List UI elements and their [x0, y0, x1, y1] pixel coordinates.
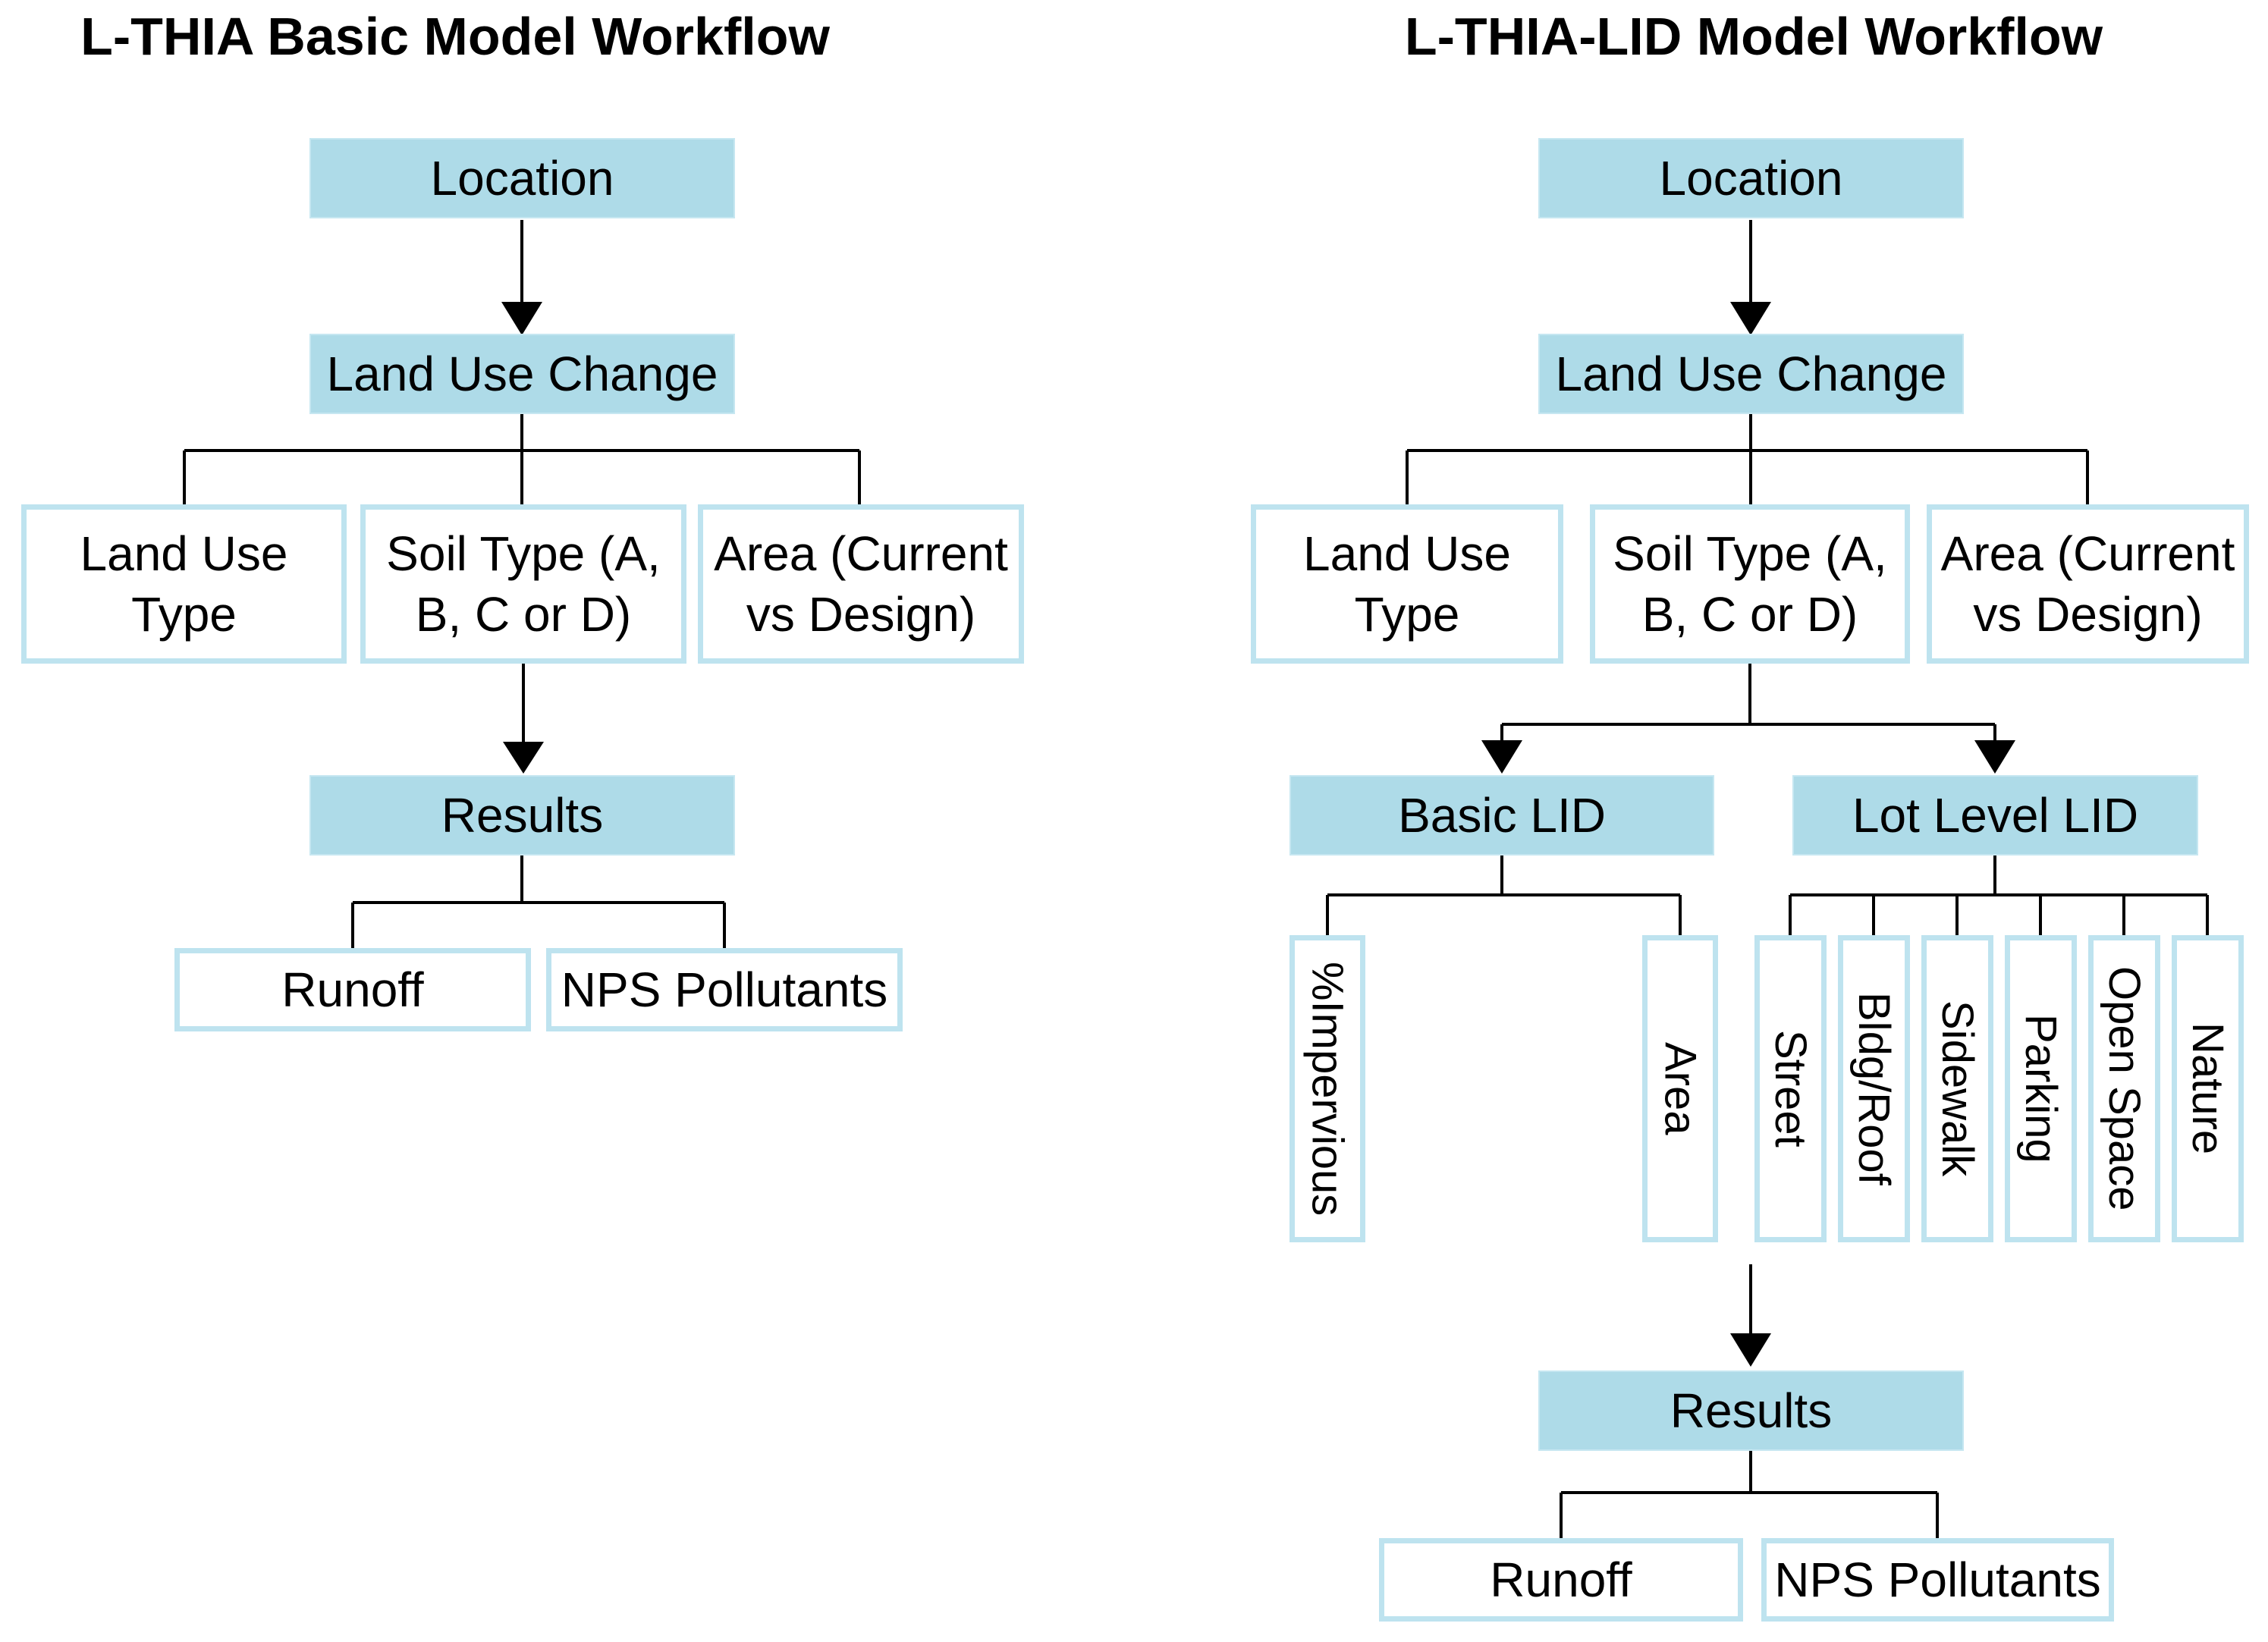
left-results-box: Results [309, 775, 735, 856]
area-param-box: Area [1642, 935, 1718, 1242]
branch-luc-to-inputs-left [183, 414, 861, 504]
left-location-box: Location [309, 138, 735, 218]
branch-results-to-outputs-right [1560, 1451, 1939, 1538]
right-location-box: Location [1538, 138, 1964, 218]
bldg-roof-box: Bldg/Roof [1838, 935, 1910, 1242]
arrowhead-location-to-luc-left [501, 302, 542, 335]
branch-luc-to-inputs-right [1406, 414, 2089, 504]
nature-box: Nature [2172, 935, 2244, 1242]
impervious-box: %Impervious [1289, 935, 1365, 1242]
right-land-use-type-box: Land Use Type [1251, 504, 1563, 664]
right-land-use-change-box: Land Use Change [1538, 334, 1964, 414]
right-nps-pollutants-box: NPS Pollutants [1761, 1538, 2114, 1622]
arrowhead-location-to-luc-right [1730, 302, 1771, 335]
left-area-box: Area (Current vs Design) [698, 504, 1024, 664]
right-results-box: Results [1538, 1370, 1964, 1451]
right-runoff-box: Runoff [1379, 1538, 1743, 1622]
left-soil-type-box: Soil Type (A, B, C or D) [360, 504, 686, 664]
arrowhead-lot-level-lid [1974, 740, 2015, 774]
right-workflow-title: L-THIA-LID Model Workflow [1404, 7, 2103, 66]
left-land-use-type-box: Land Use Type [21, 504, 347, 664]
right-soil-type-box: Soil Type (A, B, C or D) [1590, 504, 1910, 664]
branch-soil-to-lid [1500, 664, 1996, 745]
arrowhead-soil-to-results-left [503, 742, 544, 774]
street-box: Street [1754, 935, 1827, 1242]
left-workflow-title: L-THIA Basic Model Workflow [80, 7, 830, 66]
arrowhead-basic-lid [1481, 740, 1522, 774]
sidewalk-box: Sidewalk [1921, 935, 1993, 1242]
branch-lot-level-params [1789, 856, 2209, 935]
left-nps-pollutants-box: NPS Pollutants [546, 948, 903, 1031]
left-land-use-change-box: Land Use Change [309, 334, 735, 414]
parking-box: Parking [2005, 935, 2077, 1242]
left-runoff-box: Runoff [174, 948, 531, 1031]
right-area-box: Area (Current vs Design) [1927, 504, 2249, 664]
open-space-box: Open Space [2088, 935, 2160, 1242]
arrowhead-lid-to-results [1730, 1333, 1771, 1367]
branch-basic-lid-params [1326, 856, 1682, 935]
lot-level-lid-box: Lot Level LID [1792, 775, 2198, 856]
basic-lid-box: Basic LID [1289, 775, 1714, 856]
branch-results-to-outputs-left [351, 856, 726, 948]
